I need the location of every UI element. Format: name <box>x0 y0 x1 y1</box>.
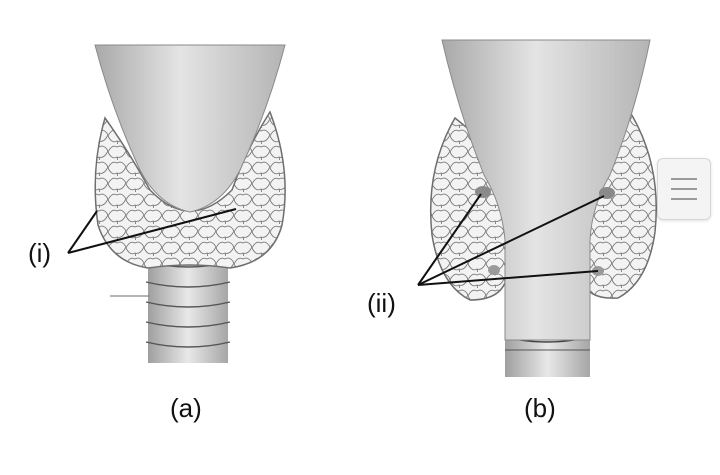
larynx-b <box>441 39 651 341</box>
figure-b <box>429 39 657 377</box>
parathyroid-lower-left <box>488 265 500 275</box>
pointer-lines-i <box>67 208 237 254</box>
caption-b: (b) <box>524 393 556 423</box>
label-ii: (ii) <box>367 288 396 318</box>
pointer-lines-ii <box>417 193 605 286</box>
larynx-a <box>94 44 286 213</box>
caption-a: (a) <box>170 393 202 423</box>
trachea-a <box>110 255 231 363</box>
parathyroid-upper-left <box>475 186 491 198</box>
thyroid-gland-a <box>94 110 286 269</box>
label-i: (i) <box>28 238 52 268</box>
menu-button[interactable] <box>657 158 711 220</box>
figure-a <box>94 44 286 363</box>
